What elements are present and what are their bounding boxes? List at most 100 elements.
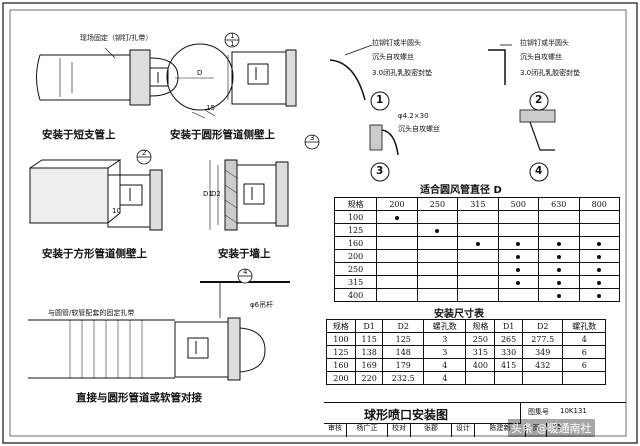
round-duct-caption: 安装于圆形管道侧壁上 bbox=[170, 129, 275, 141]
watermark: 头条 @暖通南社 bbox=[508, 419, 595, 437]
size-cell: 349 bbox=[521, 345, 564, 359]
fit-header-col: 800 bbox=[578, 197, 620, 211]
size-cell: 6 bbox=[562, 358, 606, 372]
size-cell: 179 bbox=[382, 358, 425, 372]
d2-label-b: 沉头自攻螺丝 bbox=[520, 53, 562, 61]
fit-dot bbox=[394, 215, 399, 220]
short-pipe-note: 现场固定（铆钉/扎带） bbox=[80, 34, 153, 42]
wall-dim-d1: D1 bbox=[203, 190, 213, 198]
fit-mark-cell bbox=[538, 249, 580, 263]
fit-size-cell: 200 bbox=[333, 249, 378, 263]
fit-mark-cell bbox=[497, 210, 540, 224]
d1-label-c: 3.0闭孔乳胶密封垫 bbox=[372, 69, 433, 77]
role-check: 校对 bbox=[388, 423, 411, 437]
fit-table-row: 250 bbox=[333, 262, 620, 276]
checker-name: 张郡 bbox=[411, 423, 452, 437]
callout-markers bbox=[136, 32, 320, 284]
fit-mark-cell bbox=[416, 249, 459, 263]
d1-label-a: 拉铆钉或半圆头 bbox=[372, 39, 421, 47]
inner-frame bbox=[9, 9, 627, 437]
size-cell: 100 bbox=[326, 332, 356, 346]
fit-size-cell: 160 bbox=[333, 236, 378, 250]
d3-label-a: φ4.2×30 bbox=[398, 112, 429, 120]
role-review: 审核 bbox=[324, 423, 347, 437]
fit-mark-cell bbox=[376, 288, 418, 302]
fit-dot bbox=[516, 254, 521, 259]
page-label: 页 bbox=[526, 423, 547, 437]
fit-header-size: 规格 bbox=[333, 197, 378, 211]
fit-table-row: 200 bbox=[333, 249, 620, 263]
wall-dim-d2: D2 bbox=[211, 190, 221, 198]
size-cell: 330 bbox=[494, 345, 523, 359]
fit-mark-cell bbox=[376, 262, 418, 276]
fit-mark-cell bbox=[416, 288, 459, 302]
size-cell: 148 bbox=[382, 345, 425, 359]
fit-dot bbox=[556, 241, 561, 246]
reviewer-name: 杨广正 bbox=[347, 423, 388, 437]
fit-header-col: 500 bbox=[497, 197, 540, 211]
atlas-label: 图集号 bbox=[528, 408, 549, 416]
short-pipe-caption: 安装于短支管上 bbox=[42, 129, 116, 141]
fit-mark-cell bbox=[376, 236, 418, 250]
designer-name: 陈建新 bbox=[475, 423, 526, 437]
size-cell: 115 bbox=[354, 332, 384, 346]
fit-dot bbox=[556, 293, 561, 298]
fit-mark-cell bbox=[538, 275, 580, 289]
callout-1: 1 bbox=[230, 32, 235, 40]
d3-label-b: 沉头自攻螺丝 bbox=[398, 125, 440, 133]
size-header-cell: D2 bbox=[521, 319, 564, 333]
fit-mark-cell bbox=[578, 275, 620, 289]
size-cell: 4 bbox=[423, 371, 467, 385]
size-cell: 250 bbox=[465, 332, 496, 346]
fit-mark-cell bbox=[497, 236, 540, 250]
fit-dot bbox=[556, 267, 561, 272]
fit-mark-cell bbox=[376, 275, 418, 289]
size-cell: 315 bbox=[465, 345, 496, 359]
fit-table-row: 400 bbox=[333, 288, 620, 302]
fit-size-cell: 400 bbox=[333, 288, 378, 302]
fit-table-title: 适合圆风管直径 D bbox=[420, 185, 502, 196]
size-cell bbox=[494, 371, 523, 385]
title-block-roles: 审核 杨广正 校对 张郡 设计 陈建新 页 65 bbox=[324, 423, 626, 437]
fit-dot bbox=[516, 267, 521, 272]
view-soft-duct bbox=[28, 281, 290, 381]
size-header-cell: 规格 bbox=[465, 319, 496, 333]
fit-mark-cell bbox=[497, 249, 540, 263]
fit-mark-cell bbox=[457, 275, 499, 289]
size-cell: 4 bbox=[562, 332, 606, 346]
wall-caption: 安装于墙上 bbox=[218, 248, 271, 260]
fit-dot bbox=[597, 254, 602, 259]
size-cell: 138 bbox=[354, 345, 384, 359]
drawing-title: 球形喷口安装图 bbox=[364, 408, 449, 422]
size-cell: 432 bbox=[521, 358, 564, 372]
fit-mark-cell bbox=[416, 223, 459, 237]
size-cell: 3 bbox=[423, 332, 467, 346]
fit-mark-cell bbox=[416, 210, 459, 224]
role-design: 设计 bbox=[452, 423, 475, 437]
size-header-cell: 螺孔数 bbox=[423, 319, 467, 333]
fit-mark-cell bbox=[578, 236, 620, 250]
fit-header-col: 630 bbox=[538, 197, 580, 211]
detail-num-4: 4 bbox=[535, 165, 543, 177]
fit-dot bbox=[475, 241, 480, 246]
fit-dot bbox=[597, 280, 602, 285]
fit-size-cell: 315 bbox=[333, 275, 378, 289]
detail-1 bbox=[329, 44, 399, 156]
fit-dot bbox=[556, 280, 561, 285]
fit-mark-cell bbox=[457, 288, 499, 302]
fit-mark-cell bbox=[416, 262, 459, 276]
round-duct-dim-d: D bbox=[197, 69, 203, 77]
fit-mark-cell bbox=[578, 223, 620, 237]
fit-dot bbox=[597, 267, 602, 272]
fit-mark-cell bbox=[457, 262, 499, 276]
callout-2: 2 bbox=[142, 149, 147, 157]
detail-circles bbox=[370, 91, 549, 182]
fit-dot bbox=[435, 228, 440, 233]
detail-num-1: 1 bbox=[376, 94, 384, 106]
fit-mark-cell bbox=[578, 210, 620, 224]
page-number: 65 bbox=[552, 423, 562, 431]
